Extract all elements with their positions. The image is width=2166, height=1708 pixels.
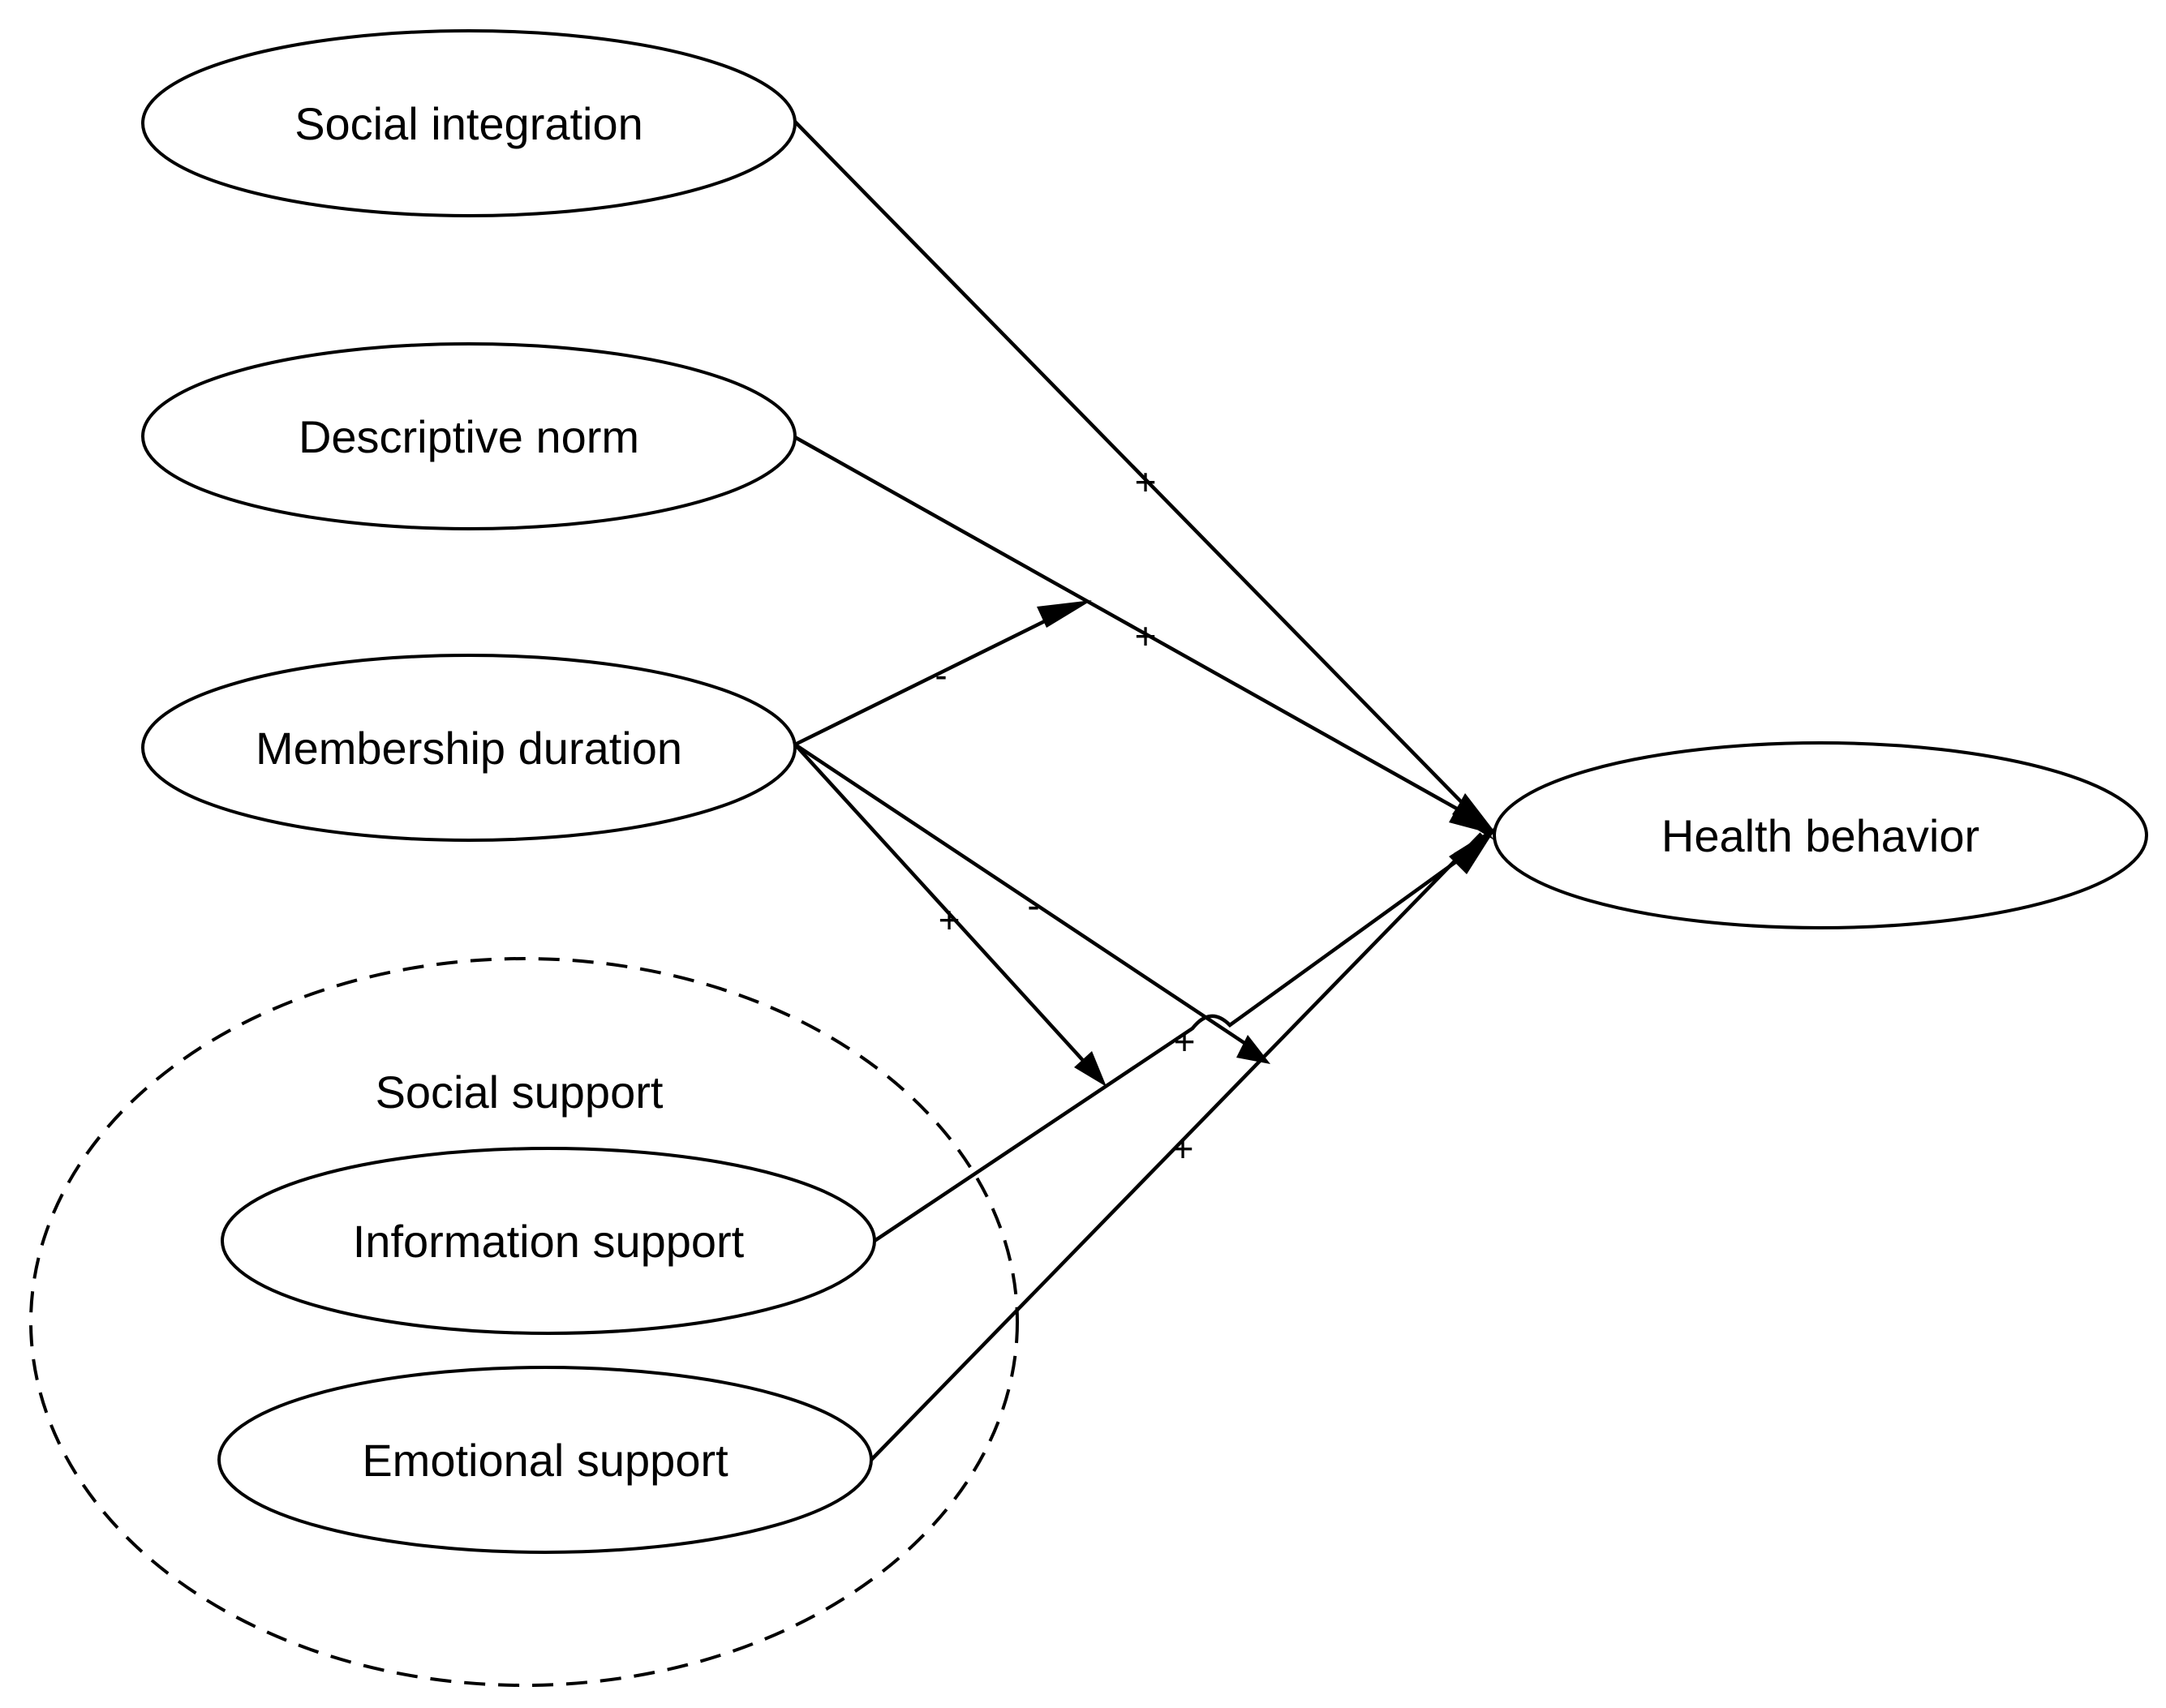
edge-information-support-to-health-behavior	[873, 842, 1483, 1242]
node-health-behavior: Health behavior	[1493, 741, 2148, 929]
edge-membership-to-descriptive-path	[794, 606, 1072, 747]
node-label: Health behavior	[1661, 810, 1979, 861]
edge-membership-to-information-path	[793, 743, 1097, 1075]
node-shape	[1493, 741, 2148, 929]
node-shape	[217, 1366, 873, 1554]
edge-signs: + + + + - + -	[935, 461, 1195, 1169]
edge-emotional-support-to-health-behavior	[870, 832, 1483, 1461]
node-shape	[141, 654, 797, 842]
node-descriptive-norm: Descriptive norm	[141, 342, 797, 530]
sign-emotional-support: +	[1172, 1127, 1194, 1169]
node-label: Membership duration	[256, 723, 682, 774]
node-label: Emotional support	[362, 1435, 728, 1486]
arrowhead-icon	[1074, 1051, 1107, 1087]
node-emotional-support: Emotional support	[217, 1366, 873, 1554]
arrowhead-icon	[1454, 827, 1498, 869]
node-shape	[141, 29, 797, 217]
sign-information-support: +	[1174, 1020, 1196, 1062]
node-label: Social integration	[294, 98, 643, 149]
node-label: Descriptive norm	[299, 411, 639, 462]
node-label: Information support	[353, 1216, 745, 1267]
node-shape	[221, 1147, 876, 1335]
sign-membership-emotional: -	[1027, 884, 1039, 926]
edge-descriptive-norm-to-health-behavior	[792, 435, 1483, 824]
arrowhead-icon	[1452, 798, 1494, 840]
sign-membership-information: +	[939, 899, 961, 941]
edge-social-integration-to-health-behavior	[792, 118, 1483, 824]
arrowhead-icon	[1236, 1035, 1270, 1064]
edge-membership-to-emotional-path	[793, 743, 1261, 1054]
sign-membership-descriptive: -	[935, 654, 947, 696]
arrowheads	[1037, 600, 1498, 1087]
edge-lines	[792, 118, 1483, 1461]
node-information-support: Information support	[221, 1147, 876, 1335]
node-membership-duration: Membership duration	[141, 654, 797, 842]
node-social-integration: Social integration	[141, 29, 797, 217]
arrowhead-icon	[1037, 600, 1092, 628]
sign-descriptive-norm: +	[1135, 615, 1157, 657]
social-support-group	[29, 957, 1019, 1687]
sign-social-integration: +	[1135, 461, 1157, 503]
social-support-label: Social support	[376, 1066, 664, 1118]
node-shape	[141, 342, 797, 530]
